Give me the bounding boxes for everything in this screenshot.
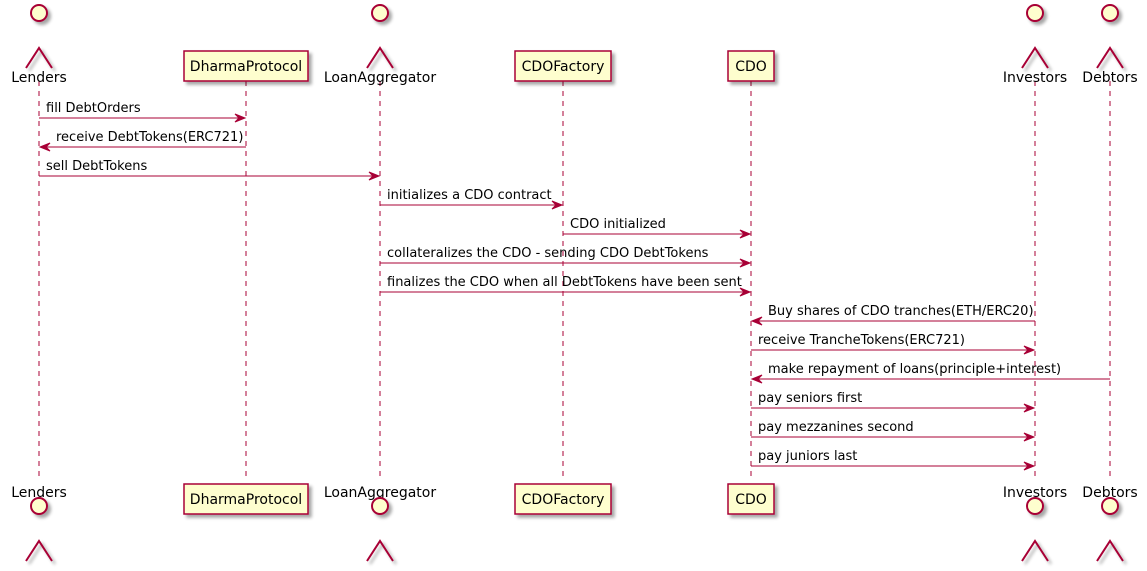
actor-aggregator-icon [366, 497, 394, 562]
arrow-head-icon [750, 374, 763, 384]
actor-lenders-icon [25, 4, 53, 69]
actor-investors-icon [1021, 497, 1049, 562]
actor-label-top: LoanAggregator [324, 70, 437, 86]
actor-investors-icon [1021, 4, 1049, 69]
participant-box [183, 483, 309, 515]
message-label: pay juniors last [758, 449, 857, 464]
actor-label-bottom: LoanAggregator [324, 485, 437, 501]
message-arrow: pay juniors last [751, 449, 1036, 471]
participant-cdo-bottom: CDO [727, 483, 775, 515]
participant-box [727, 50, 775, 82]
participant-label: CDOFactory [522, 59, 605, 75]
arrow-head-icon [739, 287, 752, 297]
arrow-head-icon [1023, 461, 1036, 471]
participant-dharma-bottom: DharmaProtocol [183, 483, 309, 515]
message-label: sell DebtTokens [46, 159, 147, 174]
arrow-head-icon [750, 316, 763, 326]
arrow-head-icon [368, 171, 381, 181]
actor-label-top: Investors [1003, 70, 1067, 86]
message-label: receive DebtTokens(ERC721) [56, 130, 243, 145]
message-label: receive TrancheTokens(ERC721) [758, 333, 965, 348]
message-label: Buy shares of CDO tranches(ETH/ERC20) [768, 304, 1034, 319]
message-arrow: receive TrancheTokens(ERC721) [751, 333, 1036, 355]
arrow-head-icon [739, 229, 752, 239]
participant-box [727, 483, 775, 515]
message-arrow: collateralizes the CDO - sending CDO Deb… [380, 246, 752, 268]
message-label: collateralizes the CDO - sending CDO Deb… [387, 246, 709, 261]
message-label: pay seniors first [758, 391, 862, 406]
participant-dharma-top: DharmaProtocol [183, 50, 309, 82]
participant-label: CDO [735, 492, 767, 508]
arrow-head-icon [234, 113, 247, 123]
actor-lenders-icon [25, 497, 53, 562]
participant-label: CDOFactory [522, 492, 605, 508]
participant-label: DharmaProtocol [190, 59, 302, 75]
message-arrow: receive DebtTokens(ERC721) [38, 130, 246, 152]
message-label: CDO initialized [570, 217, 666, 232]
arrow-head-icon [1023, 345, 1036, 355]
actor-label-top: Debtors [1082, 70, 1137, 86]
message-arrow: CDO initialized [563, 217, 752, 239]
participant-box [183, 50, 309, 82]
message-arrow: pay mezzanines second [751, 420, 1036, 442]
actor-label-bottom: Debtors [1082, 485, 1137, 501]
actor-debtors-icon [1096, 4, 1124, 69]
message-arrow: fill DebtOrders [39, 101, 247, 123]
arrow-head-icon [38, 142, 51, 152]
arrow-head-icon [739, 258, 752, 268]
actor-debtors-icon [1096, 497, 1124, 562]
message-arrow: initializes a CDO contract [380, 188, 564, 210]
message-label: make repayment of loans(principle+intere… [768, 362, 1061, 377]
participant-label: DharmaProtocol [190, 492, 302, 508]
arrow-head-icon [551, 200, 564, 210]
message-label: pay mezzanines second [758, 420, 914, 435]
message-arrow: finalizes the CDO when all DebtTokens ha… [380, 275, 752, 297]
actor-label-bottom: Lenders [11, 485, 67, 501]
participant-factory-top: CDOFactory [514, 50, 612, 82]
message-arrow: make repayment of loans(principle+intere… [750, 362, 1110, 384]
participant-factory-bottom: CDOFactory [514, 483, 612, 515]
arrow-head-icon [1023, 403, 1036, 413]
message-label: initializes a CDO contract [387, 188, 552, 203]
message-label: fill DebtOrders [46, 101, 141, 116]
participant-box [514, 483, 612, 515]
actor-aggregator-icon [366, 4, 394, 69]
message-arrow: sell DebtTokens [39, 159, 381, 181]
actor-label-top: Lenders [11, 70, 67, 86]
actor-label-bottom: Investors [1003, 485, 1067, 501]
message-label: finalizes the CDO when all DebtTokens ha… [387, 275, 742, 290]
participant-cdo-top: CDO [727, 50, 775, 82]
participant-box [514, 50, 612, 82]
message-arrow: Buy shares of CDO tranches(ETH/ERC20) [750, 304, 1035, 326]
message-arrow: pay seniors first [751, 391, 1036, 413]
arrow-head-icon [1023, 432, 1036, 442]
participant-label: CDO [735, 59, 767, 75]
